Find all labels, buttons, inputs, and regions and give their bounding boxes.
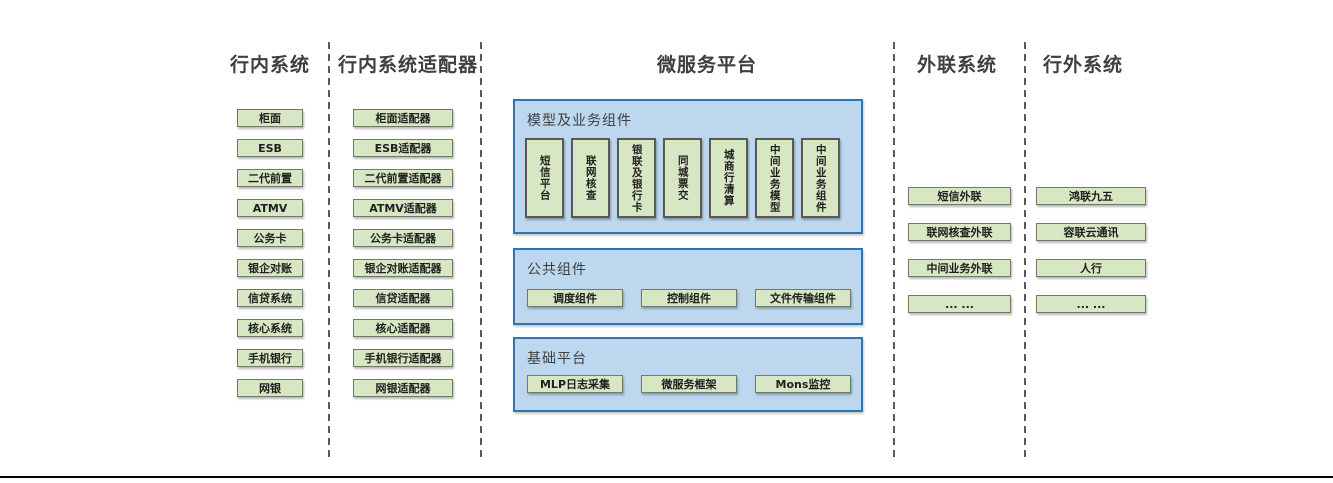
component-box: 同城票交 bbox=[663, 138, 702, 218]
bottom-rule bbox=[0, 476, 1333, 478]
component-box: 中间业务组件 bbox=[801, 138, 840, 218]
outside-box: 容联云通讯 bbox=[1036, 223, 1146, 241]
panel-title: 模型及业务组件 bbox=[527, 113, 632, 129]
column-separator bbox=[893, 42, 895, 458]
system-box: 柜面 bbox=[237, 109, 303, 127]
adapter-box: 网银适配器 bbox=[353, 379, 453, 397]
column-title-outside-systems: 行外系统 bbox=[1042, 54, 1123, 76]
adapter-box: 手机银行适配器 bbox=[353, 349, 453, 367]
column-title-internal-adapters: 行内系统适配器 bbox=[337, 54, 478, 76]
adapter-box: 银企对账适配器 bbox=[353, 259, 453, 277]
adapter-box: 公务卡适配器 bbox=[353, 229, 453, 247]
column-separator bbox=[1024, 42, 1026, 458]
adapter-box: 二代前置适配器 bbox=[353, 169, 453, 187]
outside-box: ... ... bbox=[1036, 295, 1146, 313]
column-separator bbox=[480, 42, 482, 458]
external-box: 短信外联 bbox=[908, 187, 1011, 205]
system-box: 网银 bbox=[237, 379, 303, 397]
adapter-box: 信贷适配器 bbox=[353, 289, 453, 307]
external-link-systems-list: 短信外联联网核查外联中间业务外联 ... ... bbox=[908, 187, 1011, 331]
component-box: 微服务框架 bbox=[641, 375, 737, 393]
base-platform-row: MLP日志采集微服务框架 Mons监控 bbox=[527, 375, 851, 393]
component-box: 城商行清算 bbox=[709, 138, 748, 218]
column-title-microservice-platform: 微服务平台 bbox=[656, 54, 757, 76]
model-components-row: 短信平台联网核查银联及银行卡同城票交城商行清算中间业务模型中间业务组件 bbox=[525, 138, 840, 218]
adapter-box: ATMV适配器 bbox=[353, 199, 453, 217]
panel-model-business-components: 模型及业务组件 短信平台联网核查银联及银行卡同城票交城商行清算中间业务模型中间业… bbox=[513, 99, 863, 234]
component-box: 银联及银行卡 bbox=[617, 138, 656, 218]
outside-box: 鸿联九五 bbox=[1036, 187, 1146, 205]
component-box: 中间业务模型 bbox=[755, 138, 794, 218]
component-box: MLP日志采集 bbox=[527, 375, 623, 393]
system-box: ATMV bbox=[237, 199, 303, 217]
panel-title: 公共组件 bbox=[527, 262, 587, 278]
system-box: 银企对账 bbox=[237, 259, 303, 277]
internal-adapters-list: 柜面适配器 ESB适配器二代前置适配器 ATMV适配器公务卡适配器银企对账适配器信贷… bbox=[353, 109, 453, 409]
component-box: 调度组件 bbox=[527, 289, 623, 307]
external-box: 联网核查外联 bbox=[908, 223, 1011, 241]
column-title-external-link-systems: 外联系统 bbox=[916, 54, 997, 76]
system-box: 公务卡 bbox=[237, 229, 303, 247]
system-box: 手机银行 bbox=[237, 349, 303, 367]
system-box: ESB bbox=[237, 139, 303, 157]
column-separator bbox=[328, 42, 330, 458]
external-box: ... ... bbox=[908, 295, 1011, 313]
panel-title: 基础平台 bbox=[527, 351, 587, 367]
component-box: 短信平台 bbox=[525, 138, 564, 218]
system-box: 核心系统 bbox=[237, 319, 303, 337]
system-box: 信贷系统 bbox=[237, 289, 303, 307]
component-box: 联网核查 bbox=[571, 138, 610, 218]
component-box: 文件传输组件 bbox=[755, 289, 851, 307]
outside-systems-list: 鸿联九五容联云通讯人行 ... ... bbox=[1036, 187, 1146, 331]
adapter-box: 柜面适配器 bbox=[353, 109, 453, 127]
internal-systems-list: 柜面 ESB 二代前置 ATMV 公务卡银企对账信贷系统核心系统手机银行网银 bbox=[237, 109, 303, 409]
external-box: 中间业务外联 bbox=[908, 259, 1011, 277]
column-title-internal-systems: 行内系统 bbox=[229, 54, 310, 76]
common-components-row: 调度组件控制组件文件传输组件 bbox=[527, 289, 851, 307]
outside-box: 人行 bbox=[1036, 259, 1146, 277]
panel-base-platform: 基础平台 MLP日志采集微服务框架 Mons监控 bbox=[513, 337, 863, 412]
component-box: Mons监控 bbox=[755, 375, 851, 393]
adapter-box: ESB适配器 bbox=[353, 139, 453, 157]
system-box: 二代前置 bbox=[237, 169, 303, 187]
adapter-box: 核心适配器 bbox=[353, 319, 453, 337]
panel-common-components: 公共组件 调度组件控制组件文件传输组件 bbox=[513, 248, 863, 325]
component-box: 控制组件 bbox=[641, 289, 737, 307]
